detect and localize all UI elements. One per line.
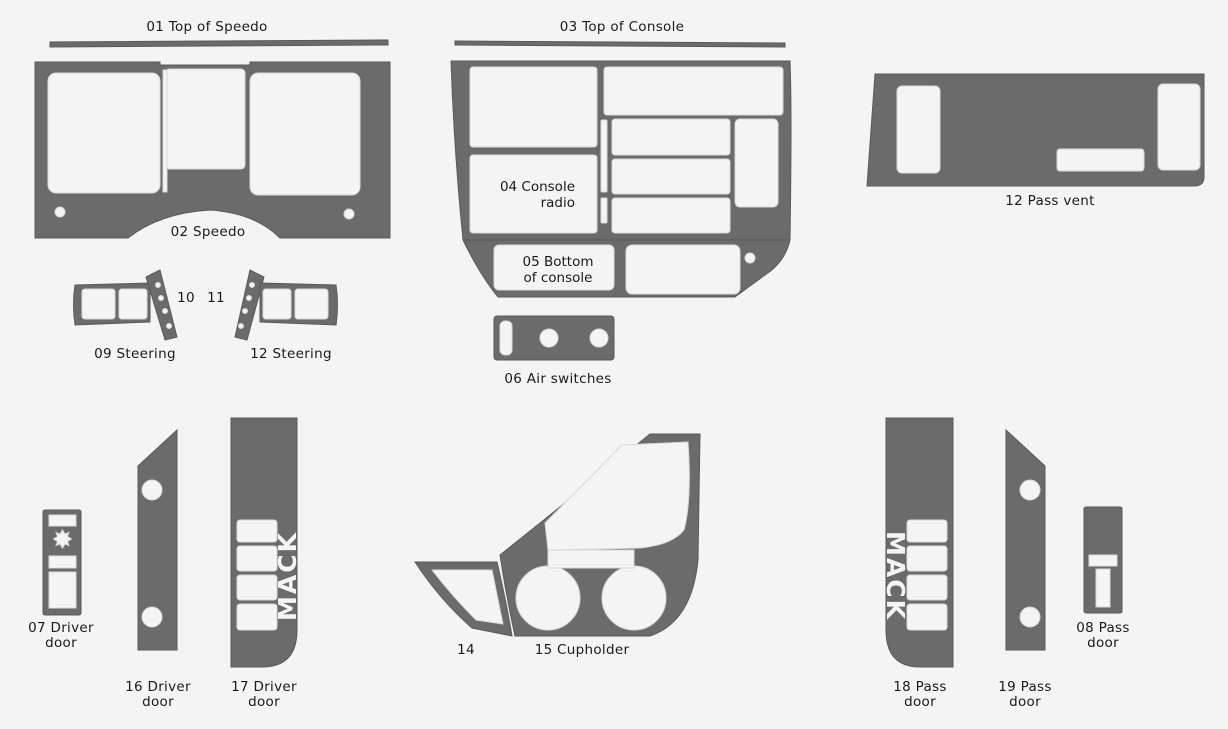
label-bottom-console-line2: of console [524,270,593,286]
label-cupholder: 15 Cupholder [535,642,630,658]
part-14 [414,561,513,637]
part-09-steering [73,282,151,326]
mack-logo-text-pass: MACK [881,531,910,621]
label-steering-12: 12 Steering [250,346,332,362]
label-pass-door-08-line1: 08 Pass [1076,620,1129,636]
part-19-pass-door [1005,428,1046,651]
part-08-pass-door [1083,506,1123,614]
label-driver-door-17-line1: 17 Driver [231,679,297,695]
label-num-11: 11 [207,290,225,306]
label-air-switches: 06 Air switches [504,371,611,387]
label-num-10: 10 [177,290,195,306]
part-02-speedo [34,61,391,239]
label-num-14: 14 [457,642,475,658]
label-driver-door-07-line1: 07 Driver [28,620,94,636]
part-01-top-of-speedo [49,39,389,48]
label-pass-vent: 12 Pass vent [1005,193,1094,209]
label-driver-door-16-line1: 16 Driver [125,679,191,695]
part-11-steering-trim [234,269,265,341]
label-console-radio-line2: radio [541,195,575,211]
part-07-driver-door [42,509,82,616]
part-18-pass-door: MACK [881,417,954,668]
label-top-of-speedo: 01 Top of Speedo [146,19,267,35]
part-05-bottom-of-console [462,239,791,298]
part-04-console-radio [450,60,792,241]
label-speedo: 02 Speedo [171,224,246,240]
part-10-steering-trim [145,269,178,341]
label-pass-door-18-line1: 18 Pass [893,679,946,695]
part-12-pass-vent [866,73,1205,187]
label-pass-door-18-line2: door [904,694,936,710]
part-03-top-of-console [454,40,786,48]
label-bottom-console-line1: 05 Bottom [523,254,594,270]
label-driver-door-16-line2: door [142,694,174,710]
label-driver-door-07-line2: door [45,635,77,651]
part-12-steering [259,282,338,326]
label-driver-door-17-line2: door [248,694,280,710]
mack-logo-text: MACK [273,531,302,621]
part-15-cupholder [499,433,701,637]
label-pass-door-08-line2: door [1087,635,1119,651]
label-top-of-console: 03 Top of Console [560,19,685,35]
part-06-air-switches [493,315,615,361]
label-pass-door-19-line1: 19 Pass [998,679,1051,695]
label-pass-door-19-line2: door [1009,694,1041,710]
part-17-driver-door: MACK [230,417,302,668]
label-console-radio-line1: 04 Console [500,179,575,195]
part-16-driver-door [137,428,178,651]
label-steering-09: 09 Steering [94,346,176,362]
